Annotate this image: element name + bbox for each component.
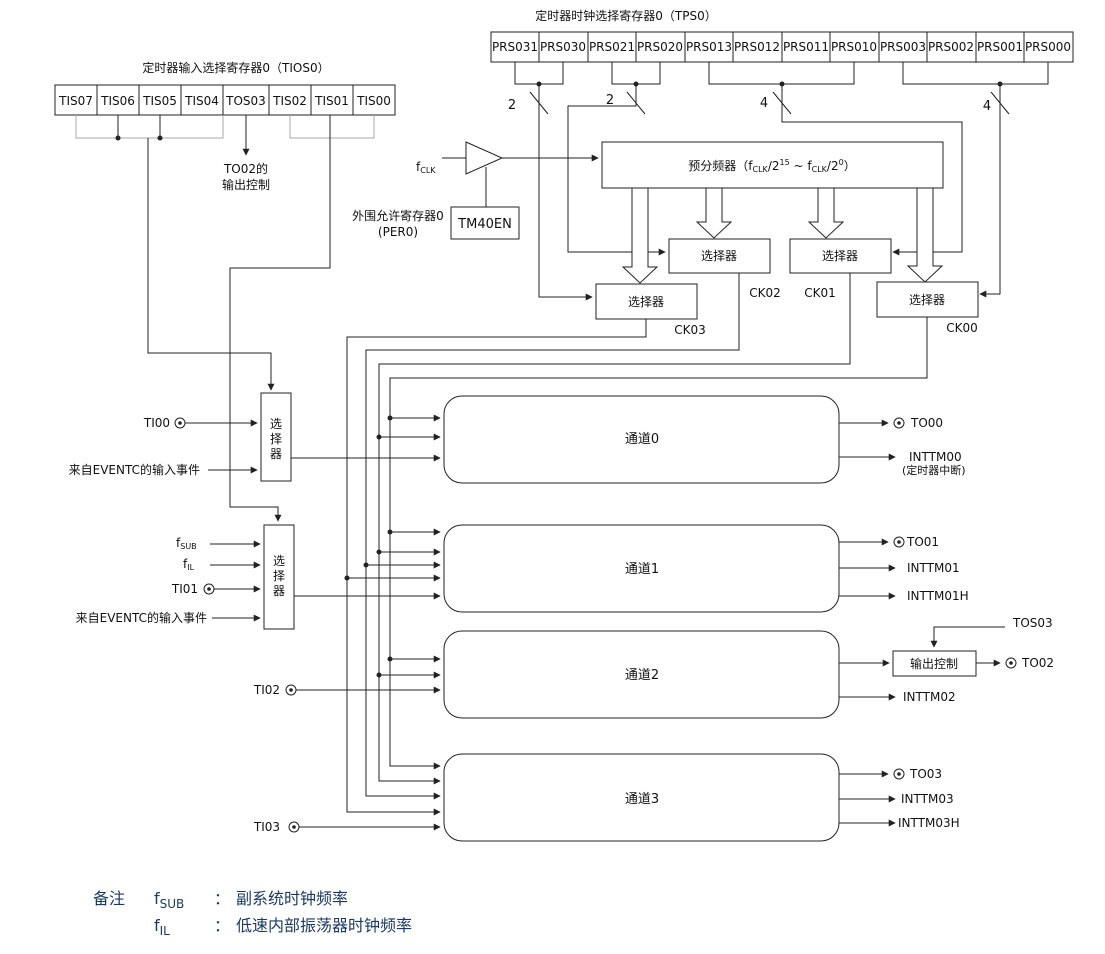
tps0-title: 定时器时钟选择寄存器0（TPS0） xyxy=(535,8,716,23)
tps0-bit: PRS011 xyxy=(783,40,829,54)
input-selector-0 xyxy=(260,392,292,482)
prescaler-label: 预分频器（fCLK/215 ~ fCLK/20） xyxy=(688,158,855,174)
ti01-label: TI01 xyxy=(171,582,198,596)
per0-label: (PER0) xyxy=(378,225,418,239)
tps0-bit: PRS002 xyxy=(928,40,974,54)
inttm00-note: (定时器中断) xyxy=(902,463,966,477)
to02-label: TO02 xyxy=(1021,656,1054,670)
tps0-bit: PRS012 xyxy=(734,40,780,54)
channel-2 xyxy=(443,630,840,719)
tps0-bit: PRS031 xyxy=(492,40,538,54)
input-selector-0-label: 器 xyxy=(270,447,282,461)
eventc-input-label-1: 来自EVENTC的输入事件 xyxy=(76,610,207,625)
bus-width-label: 4 xyxy=(760,96,768,111)
ck02-selector-label: 选择器 xyxy=(701,249,737,263)
tps0-bit: PRS000 xyxy=(1025,40,1071,54)
input-selector-1-label: 器 xyxy=(273,584,285,598)
channel-1-label: 通道1 xyxy=(625,562,659,577)
ck01-label: CK01 xyxy=(804,286,836,300)
notes-fil-symbol: fIL xyxy=(154,916,170,938)
output-control-box xyxy=(892,650,977,677)
input-selector-0-label: 择 xyxy=(270,432,282,446)
inttm01-label: INTTM01 xyxy=(907,561,960,575)
to02-output-control-label: 输出控制 xyxy=(222,177,270,192)
ck00-label: CK00 xyxy=(946,321,978,335)
tm40en-box xyxy=(450,206,520,240)
bus-width-label: 4 xyxy=(983,99,991,114)
notes-fsub-desc: 副系统时钟频率 xyxy=(236,889,348,908)
ck00-selector xyxy=(876,281,979,318)
tios0-bit: TIS00 xyxy=(356,94,391,108)
bus-width-label: 2 xyxy=(508,98,516,113)
tios0-bit: TIS05 xyxy=(142,94,177,108)
tios0-register: TIS07 TIS06 TIS05 TIS04 TOS03 TIS02 TIS0… xyxy=(54,84,396,116)
inttm03h-label: INTTM03H xyxy=(898,816,960,830)
to00-label: TO00 xyxy=(910,416,943,430)
notes-fsub-symbol: fSUB xyxy=(154,889,184,911)
tios0-bit: TIS06 xyxy=(100,94,135,108)
tios0-title: 定时器输入选择寄存器0（TIOS0） xyxy=(142,60,329,75)
tps0-bit: PRS020 xyxy=(637,40,683,54)
channel-0 xyxy=(443,395,840,484)
input-selector-0-label: 选 xyxy=(270,417,282,431)
ck00-selector-label: 选择器 xyxy=(909,293,945,307)
to03-label: TO03 xyxy=(909,767,942,781)
channel-3-label: 通道3 xyxy=(625,792,659,807)
notes-label: 备注 xyxy=(93,889,125,908)
tios0-bit: TIS01 xyxy=(314,94,349,108)
ti03-label: TI03 xyxy=(253,820,280,834)
ti00-label: TI00 xyxy=(143,416,170,430)
channel-0-label: 通道0 xyxy=(625,432,659,447)
tos03-label: TOS03 xyxy=(1012,616,1053,630)
inttm03-label: INTTM03 xyxy=(901,792,954,806)
ck02-label: CK02 xyxy=(749,286,781,300)
ti02-label: TI02 xyxy=(253,683,280,697)
tps0-bit: PRS010 xyxy=(831,40,877,54)
tm40en-label: TM40EN xyxy=(457,217,512,232)
notes-colon: ： xyxy=(214,889,230,908)
per0-label: 外围允许寄存器0 xyxy=(352,208,444,223)
ck01-selector-label: 选择器 xyxy=(822,249,858,263)
bus-width-label: 2 xyxy=(606,93,614,108)
to02-output-control-label: TO02的 xyxy=(223,161,268,176)
tps0-bit: PRS030 xyxy=(540,40,586,54)
to01-label: TO01 xyxy=(906,535,939,549)
fil-label: fIL xyxy=(183,557,195,572)
input-selector-1 xyxy=(263,524,295,630)
tps0-bit: PRS021 xyxy=(589,40,635,54)
inttm00-label: INTTM00 xyxy=(909,450,962,464)
ck03-label: CK03 xyxy=(674,323,706,337)
tps0-register: PRS031 PRS030 PRS021 PRS020 PRS013 PRS01… xyxy=(490,31,1074,63)
channel-2-label: 通道2 xyxy=(625,668,659,683)
tios0-bit: TIS04 xyxy=(184,94,219,108)
notes-colon: ： xyxy=(214,916,230,935)
tps0-bit: PRS003 xyxy=(880,40,926,54)
input-selector-1-label: 选 xyxy=(273,554,285,568)
notes-fil-desc: 低速内部振荡器时钟频率 xyxy=(236,916,412,935)
fclk-label: fCLK xyxy=(416,160,436,175)
output-control-label: 输出控制 xyxy=(910,656,958,671)
eventc-input-label-0: 来自EVENTC的输入事件 xyxy=(69,462,200,477)
tios0-bit: TIS02 xyxy=(272,94,307,108)
ck02-selector xyxy=(668,238,771,274)
inttm02-label: INTTM02 xyxy=(903,690,956,704)
fsub-label: fSUB xyxy=(176,536,197,551)
channel-3 xyxy=(443,753,840,842)
tios0-bit: TIS07 xyxy=(58,94,93,108)
ck01-selector xyxy=(789,238,892,274)
ck03-selector-label: 选择器 xyxy=(628,295,664,309)
inttm01h-label: INTTM01H xyxy=(907,589,969,603)
input-selector-1-label: 择 xyxy=(273,569,285,583)
tps0-bit: PRS001 xyxy=(977,40,1023,54)
tps0-bit: PRS013 xyxy=(686,40,732,54)
clock-gate-buffer xyxy=(465,141,504,175)
tios0-bit: TOS03 xyxy=(225,94,266,108)
prescaler-box xyxy=(601,141,944,189)
